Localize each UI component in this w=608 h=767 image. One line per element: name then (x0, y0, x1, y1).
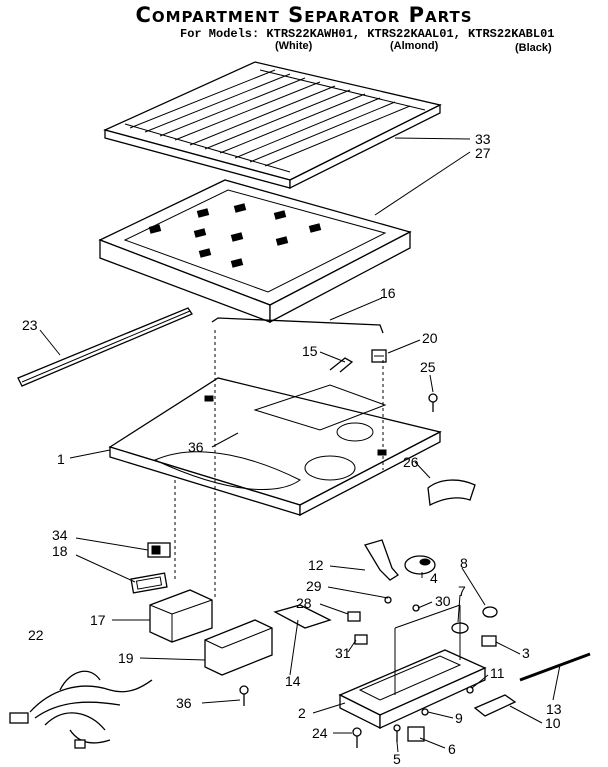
callout-27: 27 (475, 145, 491, 161)
part-36-screw (239, 685, 249, 706)
callout-29: 29 (306, 578, 322, 594)
variant-black: (Black) (515, 42, 552, 54)
callout-28: 28 (296, 595, 312, 611)
part-19-cover (204, 619, 273, 676)
variant-white: (White) (275, 40, 313, 52)
callout-22: 22 (28, 627, 44, 643)
callout-17: 17 (90, 612, 106, 628)
callout-12: 12 (308, 557, 324, 573)
callout-9: 9 (455, 710, 463, 726)
model-list: For Models: KTRS22KAWH01, KTRS22KAAL01, … (180, 27, 554, 41)
callout-23: 23 (22, 317, 38, 333)
callout-36b: 36 (176, 695, 192, 711)
part-28-31-clips (347, 611, 368, 645)
part-16-rod (211, 317, 384, 334)
callout-18: 18 (52, 543, 68, 559)
part-2-base-housing (338, 604, 487, 730)
part-12-clip (364, 539, 399, 581)
callout-16: 16 (380, 285, 396, 301)
model-numbers: KTRS22KAWH01, KTRS22KAAL01, KTRS22KABL01 (266, 27, 555, 41)
callout-2: 2 (298, 705, 306, 721)
callout-33: 33 (475, 131, 491, 147)
part-34-bracket (147, 542, 171, 558)
part-25-screw (428, 393, 438, 412)
callout-34: 34 (52, 527, 68, 543)
diagram-title: Compartment Separator Parts (135, 3, 473, 27)
part-14-bracket (273, 604, 332, 629)
part-27-frame (98, 179, 412, 324)
callout-13: 13 (546, 701, 562, 717)
part-1-separator (108, 377, 442, 517)
part-20-bracket (371, 349, 387, 363)
part-13-rod (519, 652, 591, 682)
part-8-bulb (482, 606, 498, 618)
callout-7: 7 (458, 583, 466, 599)
part-10-switch (473, 694, 517, 717)
callout-24: 24 (312, 725, 328, 741)
callout-4: 4 (430, 570, 438, 586)
part-22-wire-harness (9, 670, 153, 749)
callout-25: 25 (420, 359, 436, 375)
part-6-switch-cap (407, 726, 425, 742)
callout-11: 11 (490, 665, 505, 681)
callout-36a: 36 (188, 439, 204, 455)
part-3-clip (481, 635, 497, 647)
callout-30: 30 (435, 593, 451, 609)
part-4-knob (404, 555, 436, 575)
callout-10: 10 (545, 715, 561, 731)
callout-5: 5 (393, 751, 401, 767)
part-17-housing (149, 589, 213, 643)
part-18-lens (130, 572, 168, 594)
part-11-screw (466, 686, 474, 694)
callout-1: 1 (57, 451, 65, 467)
part-9-screw (421, 708, 429, 716)
part-15-clip (329, 357, 354, 373)
callout-8: 8 (460, 555, 468, 571)
part-24-screw (352, 727, 362, 748)
callout-19: 19 (118, 650, 134, 666)
part-33-shelf (103, 61, 442, 190)
callout-20: 20 (422, 330, 438, 346)
variant-almond: (Almond) (390, 40, 439, 52)
callout-3: 3 (522, 645, 530, 661)
part-23-trim-strip (17, 307, 193, 387)
callout-14: 14 (285, 673, 301, 689)
callout-31: 31 (335, 645, 351, 661)
models-prefix: For Models: (180, 27, 260, 41)
part-29-30-screws (384, 596, 420, 612)
callout-15: 15 (302, 343, 318, 359)
part-5-screw (393, 724, 401, 742)
callout-26: 26 (403, 454, 419, 470)
part-26-insulation (427, 479, 476, 506)
callout-6: 6 (448, 741, 456, 757)
